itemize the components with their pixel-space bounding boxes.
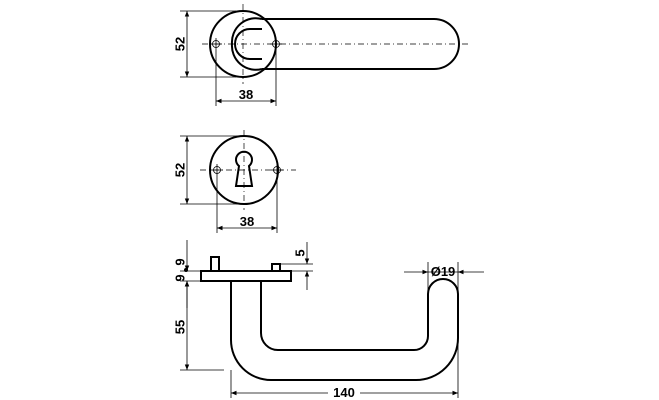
top-width-label: 38 bbox=[239, 87, 253, 102]
side-rose-label-1: 9 bbox=[172, 258, 187, 265]
side-length-label: 140 bbox=[333, 385, 355, 400]
escutcheon-height-label: 52 bbox=[172, 163, 187, 177]
side-pin-right bbox=[271, 263, 281, 272]
side-rose-plate bbox=[200, 270, 292, 282]
screw-icon bbox=[211, 164, 223, 176]
top-view-lever-handle: 52 38 bbox=[172, 4, 470, 106]
side-rose-label-2: 9 bbox=[172, 274, 187, 281]
spindle-boss bbox=[234, 28, 262, 60]
screw-icon bbox=[271, 164, 283, 176]
screw-icon bbox=[210, 38, 222, 50]
side-lever-outline bbox=[230, 278, 459, 381]
side-diameter-label: Ø19 bbox=[431, 264, 456, 279]
keyhole-icon bbox=[234, 150, 254, 187]
top-height-label: 52 bbox=[172, 37, 187, 51]
escutcheon-view: 52 38 bbox=[172, 130, 296, 233]
side-height-label: 55 bbox=[172, 320, 187, 334]
escutcheon-width-label: 38 bbox=[240, 214, 254, 229]
side-pin-label: 5 bbox=[292, 249, 307, 256]
side-view: 9 9 55 5 Ø19 140 bbox=[172, 240, 484, 400]
side-pin-left bbox=[210, 256, 220, 272]
screw-icon bbox=[270, 38, 282, 50]
